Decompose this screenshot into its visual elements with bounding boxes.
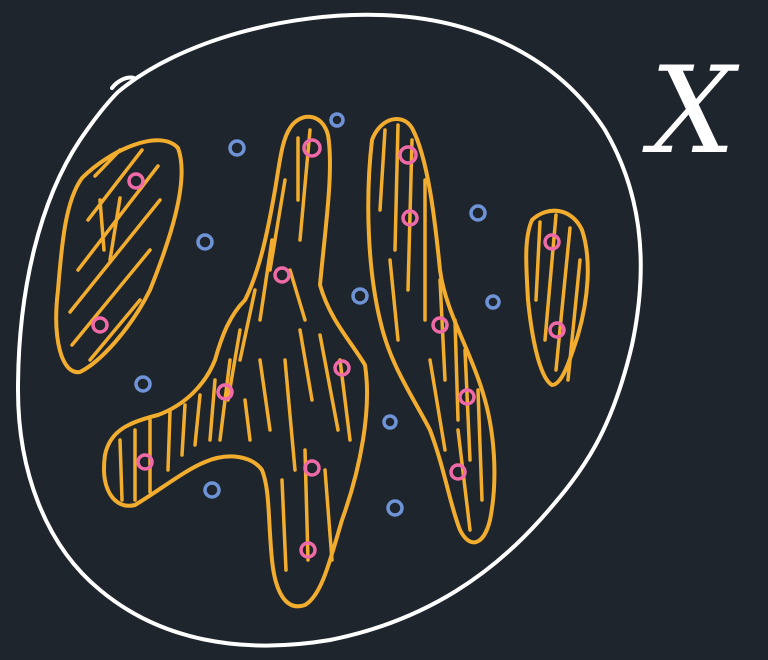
point-inside <box>302 138 322 158</box>
boundary-tick <box>110 75 136 90</box>
point-inside <box>91 316 109 334</box>
point-outside <box>485 294 501 310</box>
point-outside <box>196 233 214 251</box>
point-outside <box>386 499 404 517</box>
space-label: X <box>642 42 740 181</box>
point-inside <box>136 453 154 471</box>
point-inside <box>303 459 321 477</box>
set-boundary <box>16 12 643 648</box>
point-inside <box>401 209 419 227</box>
outside-points <box>134 112 501 517</box>
point-outside <box>329 112 345 128</box>
point-inside <box>216 383 234 401</box>
point-inside <box>449 463 467 481</box>
point-outside <box>203 481 221 499</box>
point-inside <box>299 541 317 559</box>
point-inside <box>333 359 351 377</box>
region-2 <box>102 114 369 609</box>
point-outside <box>469 204 487 222</box>
point-outside <box>134 375 152 393</box>
point-outside <box>351 287 369 305</box>
point-inside <box>548 321 566 339</box>
point-outside <box>382 414 398 430</box>
region-1 <box>54 138 184 375</box>
point-outside <box>228 139 246 157</box>
point-inside <box>543 233 561 251</box>
region-3 <box>366 117 497 545</box>
point-inside <box>127 172 145 190</box>
inside-points <box>91 138 566 559</box>
point-inside <box>431 316 449 334</box>
point-inside <box>273 266 291 284</box>
point-inside <box>398 145 418 165</box>
point-inside <box>458 388 476 406</box>
